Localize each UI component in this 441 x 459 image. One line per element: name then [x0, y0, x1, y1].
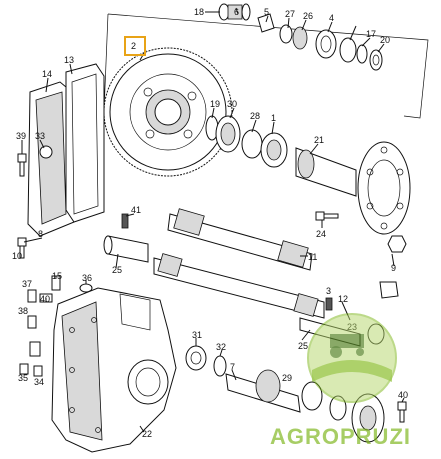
callout-36: 36: [82, 273, 92, 283]
callout-24: 24: [316, 229, 326, 239]
callout-10: 10: [12, 251, 22, 261]
callout-3: 3: [326, 286, 331, 296]
callout-38: 38: [18, 306, 28, 316]
bolt-parts: [17, 153, 407, 299]
callout-30: 30: [227, 99, 237, 109]
leader-lines: [21, 7, 405, 433]
callout-40-upper: 40: [40, 294, 50, 304]
callout-41: 41: [131, 205, 141, 215]
callout-labels: 18 6 5 27 26 4 2 17 20 14 13 19 30 28 1 …: [12, 7, 408, 439]
callout-39: 39: [16, 131, 26, 141]
splined-shaft-part: [121, 208, 313, 271]
agropruzi-watermark: AGROPRUZI: [270, 313, 411, 449]
watermark-text: AGROPRUZI: [270, 424, 411, 449]
callout-28: 28: [250, 111, 260, 121]
callout-17: 17: [366, 29, 376, 39]
callout-19: 19: [210, 99, 220, 109]
watermark-field-stripes: [312, 360, 392, 382]
callout-4: 4: [329, 13, 334, 23]
callout-14: 14: [42, 69, 52, 79]
callout-7: 7: [230, 362, 235, 372]
callout-13: 13: [64, 55, 74, 65]
bearing-parts-upper: [205, 115, 288, 168]
callout-18: 18: [194, 7, 204, 17]
callout-1: 1: [271, 113, 276, 123]
gasket-part: [65, 63, 105, 223]
callout-26: 26: [303, 11, 313, 21]
callout-21: 21: [314, 135, 324, 145]
callout-31: 31: [192, 330, 202, 340]
callout-22: 22: [142, 429, 152, 439]
callout-34: 34: [34, 377, 44, 387]
callout-25-upper: 25: [112, 265, 122, 275]
callout-20: 20: [380, 35, 390, 45]
lower-flange-parts: [301, 381, 407, 443]
callout-37: 37: [22, 279, 32, 289]
callout-12: 12: [338, 294, 348, 304]
callout-25-lower: 25: [298, 341, 308, 351]
callout-15: 15: [52, 271, 62, 281]
callout-27: 27: [285, 9, 295, 19]
callout-6: 6: [234, 7, 239, 17]
watermark-badge: [307, 313, 397, 403]
callout-5: 5: [264, 7, 269, 17]
callout-29: 29: [282, 373, 292, 383]
callout-35: 35: [18, 373, 28, 383]
side-cover-part: [27, 81, 75, 237]
callout-11: 11: [308, 252, 317, 262]
callout-40-lower: 40: [398, 390, 408, 400]
callout-33: 33: [35, 131, 45, 141]
output-shaft-flange-part: [295, 141, 411, 235]
top-shaft-parts: [218, 3, 383, 71]
gearbox-housing-part: [51, 287, 177, 453]
callout-32: 32: [216, 342, 226, 352]
highlight-box: [124, 36, 146, 56]
callout-2: 2: [131, 41, 136, 51]
callout-9: 9: [391, 263, 396, 273]
callout-8: 8: [38, 229, 43, 239]
large-gear-part: [103, 47, 233, 177]
watermark-tractor-icon: [330, 334, 364, 348]
